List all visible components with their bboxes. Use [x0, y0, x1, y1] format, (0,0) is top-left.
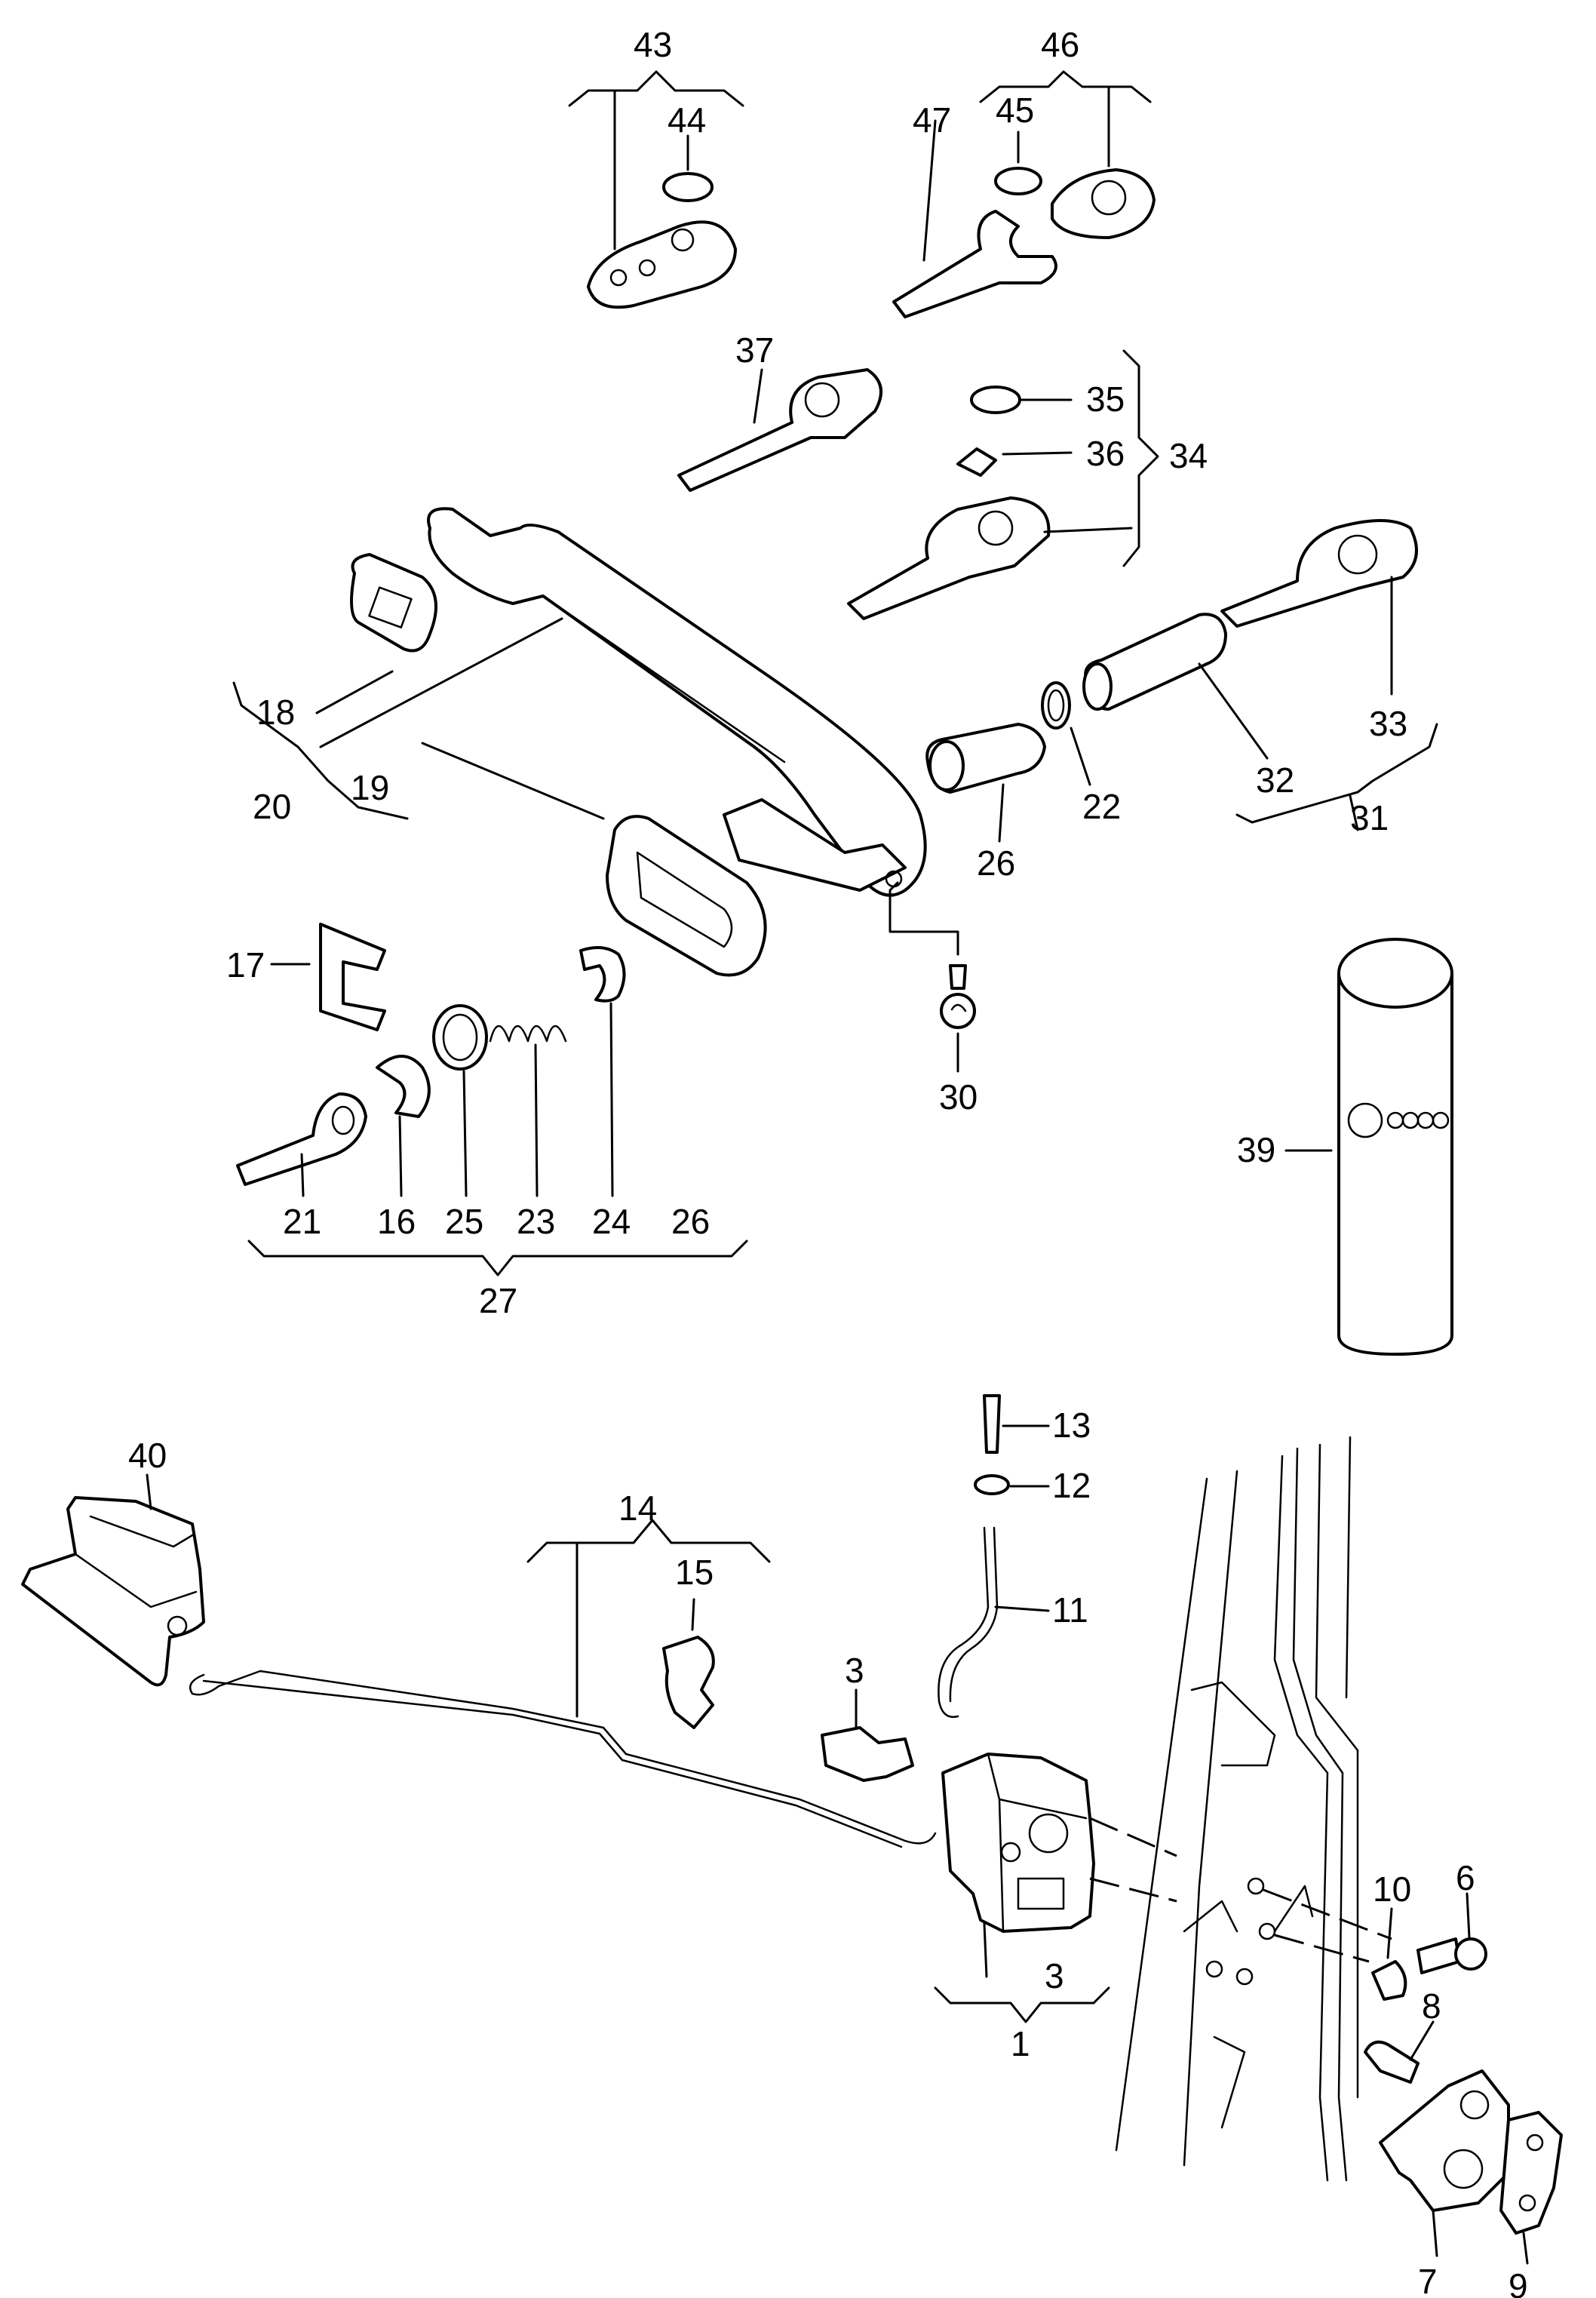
door-lock-1-icon — [941, 1753, 1095, 1933]
callout-9: 9 — [1509, 2266, 1528, 2298]
pin-13-icon — [983, 1394, 1001, 1454]
callout-40: 40 — [128, 1436, 167, 1475]
callout-27: 27 — [479, 1281, 517, 1320]
clip-24-icon — [579, 946, 626, 1003]
clip-15-icon — [662, 1636, 715, 1729]
callout-3-lower: 3 — [1045, 1956, 1064, 1995]
rod-group — [938, 1394, 1050, 1719]
screw-8-icon — [1364, 2040, 1420, 2084]
callout-35: 35 — [1086, 379, 1125, 419]
connector-3-icon — [821, 1726, 914, 1782]
connector-3-group — [821, 1688, 914, 1782]
folding-key-group — [892, 70, 1156, 318]
callout-36: 36 — [1086, 434, 1125, 473]
key-blade-34-icon — [847, 496, 1051, 620]
lock-parts-group — [236, 946, 748, 1276]
rod-11-icon — [938, 1526, 990, 1719]
key-blade-37-icon — [677, 368, 882, 492]
callout-34: 34 — [1169, 436, 1208, 475]
callout-8: 8 — [1422, 1986, 1441, 2026]
callout-20: 20 — [253, 787, 291, 826]
backplate-9-icon — [1499, 2111, 1563, 2235]
washer-25-icon — [432, 1004, 488, 1071]
callout-31: 31 — [1350, 798, 1389, 837]
callout-3-upper: 3 — [845, 1651, 864, 1690]
cable-14-group — [189, 1519, 937, 1848]
door-frame-group — [1115, 1436, 1392, 2182]
callout-39: 39 — [1237, 1130, 1275, 1169]
callout-18: 18 — [256, 693, 295, 732]
callout-13: 13 — [1052, 1406, 1091, 1445]
screw-30-icon — [949, 964, 967, 990]
callout-44: 44 — [668, 100, 706, 140]
battery-45-icon — [994, 167, 1042, 195]
callout-46: 46 — [1041, 25, 1079, 64]
screw-6-icon — [1416, 1937, 1461, 1974]
door-handle-group — [232, 507, 927, 977]
callout-26-upper: 26 — [977, 843, 1015, 883]
callout-15: 15 — [675, 1553, 714, 1592]
callout-37: 37 — [735, 330, 774, 370]
key-blade-47-icon — [892, 210, 1057, 318]
callout-1: 1 — [1011, 2024, 1030, 2063]
striker-7-icon — [1379, 2069, 1510, 2212]
callout-30: 30 — [939, 1077, 978, 1117]
key-housing-46-icon — [1051, 168, 1156, 239]
release-cable-14-icon — [189, 1670, 937, 1845]
remote-key-fob-43-icon — [587, 220, 737, 309]
spring-23-icon — [489, 1025, 567, 1043]
ring-16-icon — [376, 1055, 431, 1118]
key-37-group — [677, 368, 882, 492]
door-frame-icon — [1115, 1477, 1208, 2152]
callout-6: 6 — [1456, 1858, 1475, 1897]
key-blade-33-icon — [1220, 519, 1418, 628]
callout-12: 12 — [1052, 1466, 1091, 1505]
handle-carrier-icon — [723, 798, 907, 892]
callout-43: 43 — [634, 25, 672, 64]
callout-21: 21 — [283, 1202, 321, 1241]
callout-16: 16 — [377, 1202, 416, 1241]
door-lock-group — [934, 1753, 1177, 2023]
battery-44-icon — [662, 172, 714, 202]
battery-35-icon — [970, 386, 1021, 414]
callout-45: 45 — [996, 91, 1034, 130]
callout-14: 14 — [618, 1488, 657, 1528]
callout-7: 7 — [1418, 2262, 1438, 2298]
clip-17-group — [270, 923, 386, 1031]
screws-6-10-group — [1371, 1892, 1487, 2001]
gasket-19-icon — [606, 815, 767, 977]
callout-22: 22 — [1082, 787, 1121, 826]
callout-19: 19 — [351, 768, 389, 807]
callout-25: 25 — [445, 1202, 483, 1241]
key-set-34-group — [847, 349, 1159, 620]
cap-10-icon — [1371, 1960, 1407, 2001]
lock-cylinder-group — [889, 519, 1438, 956]
clip-12-icon — [974, 1474, 1010, 1495]
callout-11: 11 — [1052, 1590, 1088, 1630]
clip-17-icon — [319, 923, 386, 1031]
handle-bracket-40-icon — [21, 1496, 205, 1687]
callout-26-lower: 26 — [671, 1202, 710, 1241]
callout-47: 47 — [913, 100, 951, 140]
spray-can-39-icon — [1337, 972, 1453, 1356]
remote-key-fob-group — [568, 70, 744, 309]
callout-23: 23 — [517, 1202, 555, 1241]
callout-32: 32 — [1256, 760, 1294, 800]
seal-ring-22-icon — [1041, 681, 1071, 730]
callout-10: 10 — [1373, 1869, 1411, 1909]
callout-24: 24 — [592, 1202, 631, 1241]
callout-17: 17 — [226, 945, 265, 985]
callout-33: 33 — [1369, 704, 1407, 743]
bulb-36-icon — [956, 447, 997, 477]
screw-30-group — [940, 964, 976, 1073]
handle-bracket-40-group — [21, 1473, 205, 1687]
striker-group — [1364, 2020, 1563, 2265]
spray-can-39-group — [1284, 938, 1453, 1356]
gasket-18-icon — [350, 553, 437, 653]
